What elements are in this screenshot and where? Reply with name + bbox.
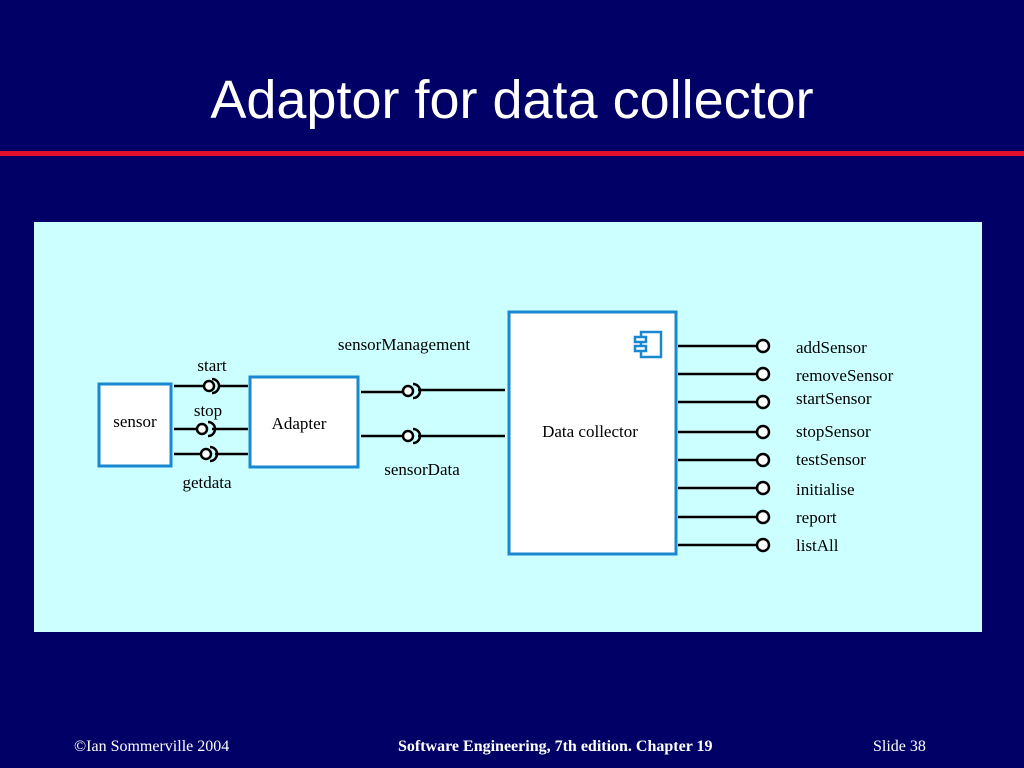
- interface-label-sensor-management: sensorManagement: [338, 335, 470, 354]
- footer-copyright: ©Ian Sommerville 2004: [74, 738, 230, 755]
- interface-label-stop: stop: [194, 401, 222, 420]
- adapter-collector-connectors: [361, 382, 505, 445]
- interface-label-stopsensor: stopSensor: [796, 422, 871, 441]
- sensor-component: [97, 382, 173, 468]
- interface-label-testsensor: testSensor: [796, 450, 866, 469]
- data-collector-component-label: Data collector: [542, 422, 638, 441]
- uml-component-icon: [633, 330, 663, 359]
- footer-book-title: Software Engineering, 7th edition. Chapt…: [398, 738, 713, 755]
- adapter-component-label: Adapter: [272, 414, 327, 433]
- slide-title: Adaptor for data collector: [210, 70, 814, 130]
- interface-label-initialise: initialise: [796, 480, 855, 499]
- interface-label-start: start: [197, 356, 227, 375]
- sensor-adapter-connectors: [174, 377, 248, 463]
- collector-interfaces: [678, 338, 771, 553]
- sensor-component-label: sensor: [113, 412, 157, 431]
- interface-label-addsensor: addSensor: [796, 338, 867, 357]
- interface-label-sensor-data: sensorData: [384, 460, 460, 479]
- interface-label-removesensor: removeSensor: [796, 366, 894, 385]
- title-divider: [0, 151, 1024, 156]
- footer-slide-number: Slide 38: [873, 738, 926, 755]
- adapter-component: [248, 375, 360, 469]
- diagram-panel: sensor Adapter Data collector: [34, 222, 982, 632]
- interface-label-report: report: [796, 508, 837, 527]
- interface-label-listall: listAll: [796, 536, 839, 555]
- component-diagram: sensor Adapter Data collector: [97, 310, 894, 556]
- interface-label-startsensor: startSensor: [796, 389, 872, 408]
- interface-label-getdata: getdata: [182, 473, 232, 492]
